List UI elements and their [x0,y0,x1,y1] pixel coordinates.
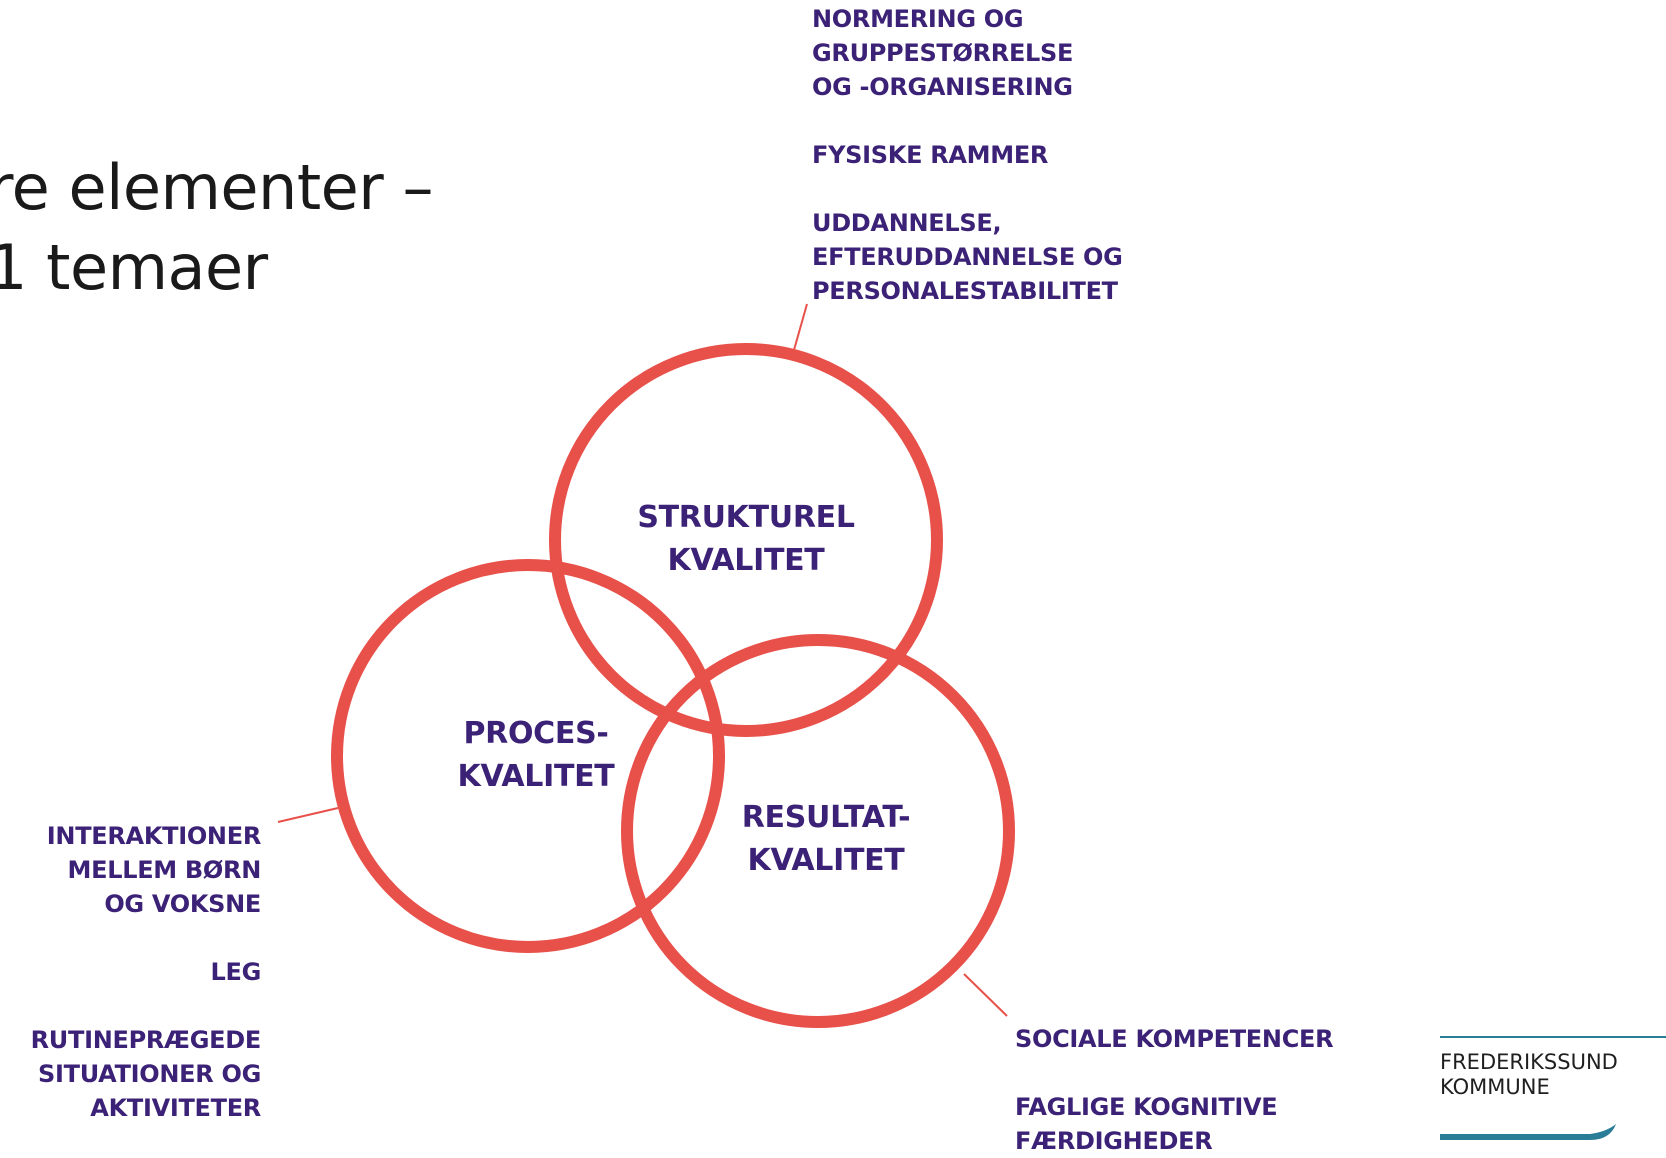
resultat-label-line1: RESULTAT- [741,800,911,835]
theme-faglige-line2: FÆRDIGHEDER [1015,1127,1213,1155]
theme-interaktioner-line3: OG VOKSNE [104,890,261,918]
strukturel-themes: NORMERING OG GRUPPESTØRRELSE OG -ORGANIS… [812,2,1123,308]
logo-swoosh-icon [1440,1124,1616,1140]
logo-line2: KOMMUNE [1440,1075,1550,1099]
theme-faglige-line1: FAGLIGE KOGNITIVE [1015,1093,1278,1121]
strukturel-kvalitet-label: STRUKTUREL KVALITET [606,496,886,582]
slide-title: re elementer – 1 temaer [0,148,433,308]
theme-fysiske-rammer: FYSISKE RAMMER [812,141,1049,169]
theme-uddannelse-line1: UDDANNELSE, [812,209,1002,237]
slide-title-line1: re elementer – [0,151,433,224]
proces-themes: INTERAKTIONER MELLEM BØRN OG VOKSNE LEG … [0,819,262,1125]
resultat-connector-line [963,973,1008,1017]
logo-text: FREDERIKSSUND KOMMUNE [1440,1050,1618,1100]
strukturel-label-line1: STRUKTUREL [637,500,855,535]
theme-sociale-kompetencer: SOCIALE KOMPETENCER [1015,1025,1334,1053]
resultat-circle [621,634,1015,1028]
theme-normering-line1: NORMERING OG [812,5,1024,33]
theme-uddannelse-line3: PERSONALESTABILITET [812,277,1118,305]
theme-rutine-line2: SITUATIONER OG [38,1060,261,1088]
theme-uddannelse-line2: EFTERUDDANNELSE OG [812,243,1123,271]
proces-connector-line [277,807,339,823]
logo-line1: FREDERIKSSUND [1440,1050,1618,1074]
slide-title-line2: 1 temaer [0,231,268,304]
resultat-kvalitet-label: RESULTAT- KVALITET [686,796,966,882]
frederikssund-logo: FREDERIKSSUND KOMMUNE [1440,1036,1666,1141]
theme-leg: LEG [210,958,262,986]
theme-interaktioner-line1: INTERAKTIONER [46,822,262,850]
theme-normering-line2: GRUPPESTØRRELSE [812,39,1074,67]
resultat-label-line2: KVALITET [747,843,905,878]
theme-rutine-line1: RUTINEPRÆGEDE [30,1026,262,1054]
proces-circle [331,559,725,953]
proces-kvalitet-label: PROCES- KVALITET [396,712,676,798]
proces-label-line1: PROCES- [463,716,609,751]
strukturel-circle [549,343,943,737]
strukturel-label-line2: KVALITET [667,543,825,578]
strukturel-connector-line [793,303,808,351]
logo-top-rule [1440,1036,1666,1038]
proces-label-line2: KVALITET [457,759,615,794]
theme-normering-line3: OG -ORGANISERING [812,73,1073,101]
theme-interaktioner-line2: MELLEM BØRN [67,856,262,884]
resultat-themes: SOCIALE KOMPETENCER FAGLIGE KOGNITIVE FÆ… [1015,1022,1334,1158]
theme-rutine-line3: AKTIVITETER [90,1094,261,1122]
